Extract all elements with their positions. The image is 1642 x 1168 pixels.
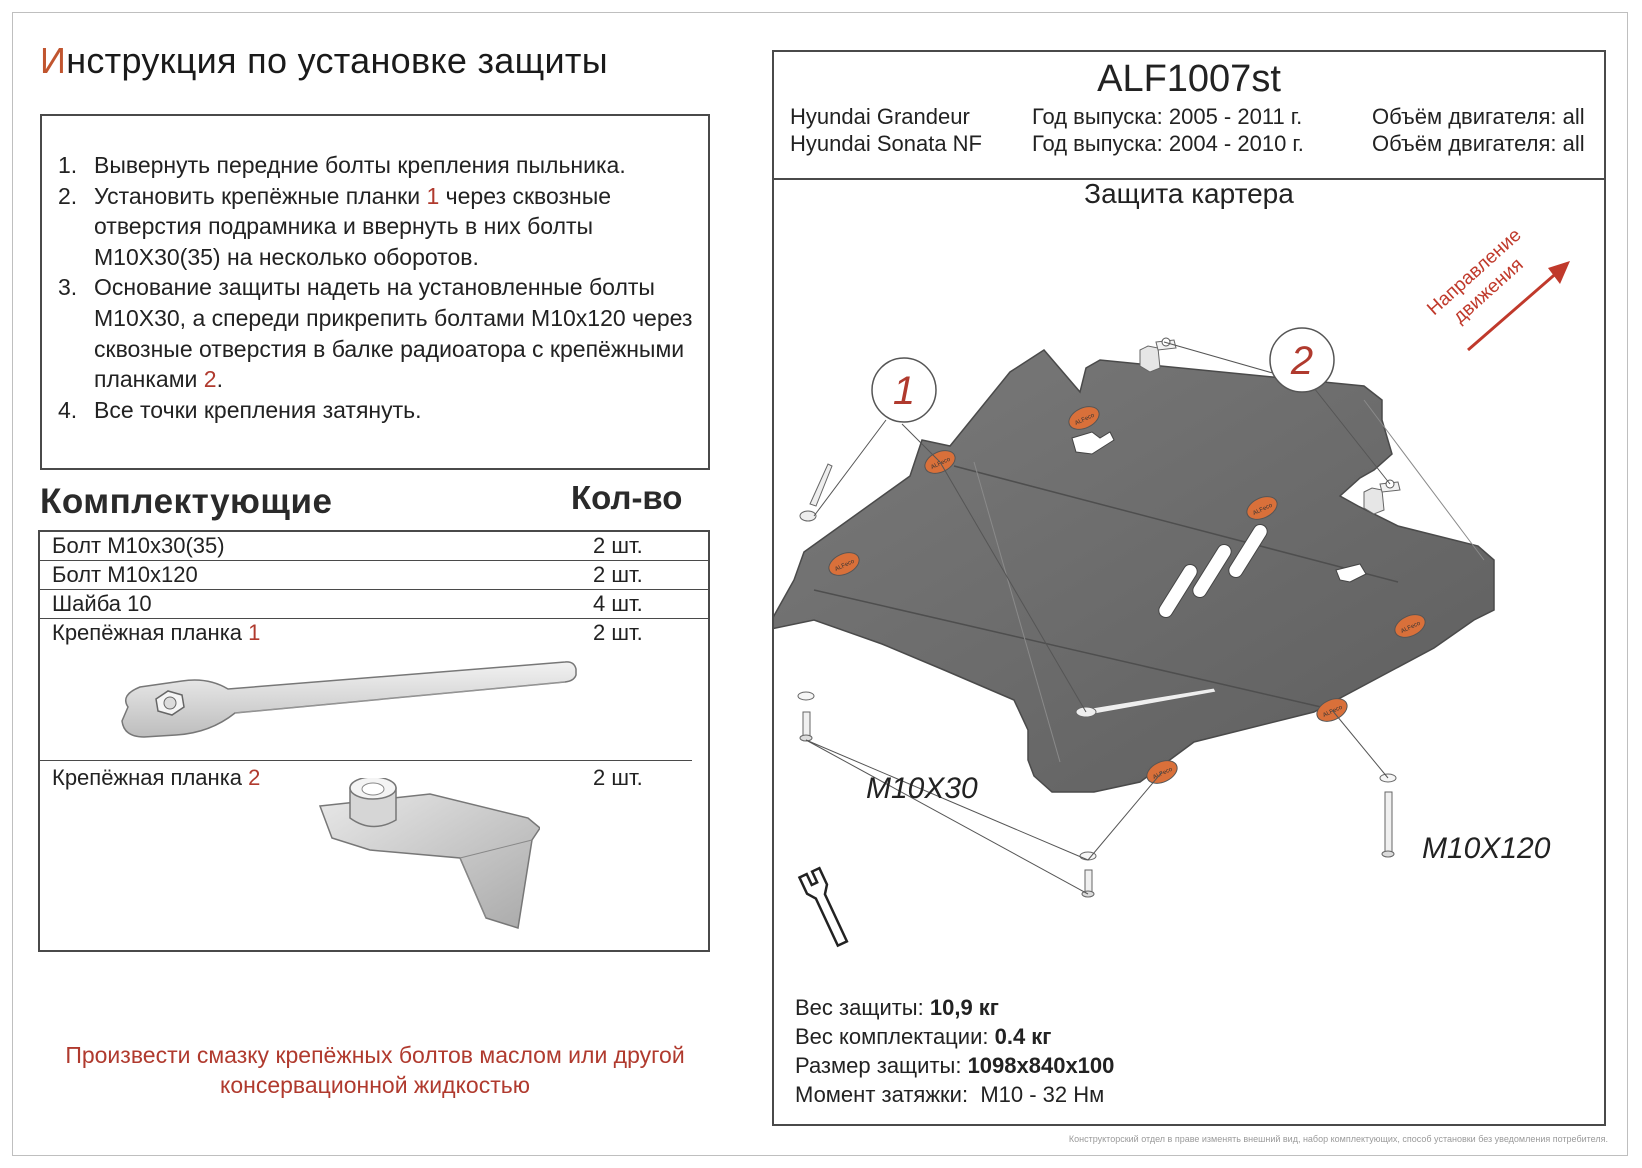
page-frame bbox=[12, 12, 1628, 1156]
spec-label: Размер защиты: bbox=[795, 1053, 968, 1078]
spec-value: 1098x840x100 bbox=[967, 1053, 1115, 1078]
spec-value: M10 - 32 Нм bbox=[980, 1082, 1105, 1107]
instruction-text-segment: Все точки крепления затянуть. bbox=[94, 396, 422, 423]
bolt-label-m10x120: M10X120 bbox=[1422, 832, 1551, 865]
instruction-step: 4. Все точки крепления затянуть. bbox=[58, 395, 698, 426]
spec-row: Размер защиты: 1098x840x100 bbox=[795, 1051, 1114, 1080]
page-title: Инструкция по установке защиты bbox=[40, 40, 608, 82]
vehicle-year: Год выпуска: 2005 - 2011 г. bbox=[1032, 104, 1303, 129]
callout-2-label: 2 bbox=[1290, 339, 1313, 383]
bracket-2-right bbox=[1363, 479, 1401, 515]
parts-row: Болт M10x120 2 шт. bbox=[40, 560, 708, 589]
guard-title: Защита картера bbox=[1084, 178, 1294, 209]
page-title-rest: нструкция по установке защиты bbox=[66, 40, 608, 81]
table-divider bbox=[40, 760, 692, 761]
part-name: Болт M10x120 bbox=[52, 562, 198, 587]
bracket-2-top bbox=[1139, 337, 1177, 373]
instruction-text-segment: Установить крепёжные планки bbox=[94, 182, 427, 209]
instruction-step: 1. Вывернуть передние болты крепления пыл… bbox=[58, 150, 698, 181]
callout-1: 1 bbox=[871, 357, 937, 423]
vehicle-year: Год выпуска: 2004 - 2010 г. bbox=[1032, 131, 1304, 156]
vehicle-engine: Объём двигателя: all bbox=[1372, 131, 1585, 156]
table-divider bbox=[40, 560, 708, 561]
callout-2: 2 bbox=[1269, 327, 1335, 393]
part-number: 1 bbox=[248, 620, 261, 645]
instruction-number: 1. bbox=[58, 152, 78, 178]
table-divider bbox=[40, 618, 708, 619]
bolt-m10x120 bbox=[1379, 773, 1397, 858]
bolt-m10x30-left bbox=[797, 691, 815, 742]
part-qty: 2 шт. bbox=[593, 765, 643, 790]
instruction-text-segment: Вывернуть передние болты крепления пыльн… bbox=[94, 152, 626, 178]
bracket-1-illustration bbox=[121, 661, 577, 738]
parts-table bbox=[38, 530, 710, 952]
model-code: ALF1007st bbox=[1097, 58, 1281, 100]
page-title-first-letter: И bbox=[40, 40, 67, 81]
instruction-text: Вывернуть передние болты крепления пыльн… bbox=[94, 150, 698, 181]
part-qty: 2 шт. bbox=[593, 620, 643, 645]
crankcase-guard-diagram: Направление движения ALFeco ALFeco ALFec… bbox=[774, 225, 1570, 948]
part-name: Крепёжная планка 2 bbox=[52, 765, 261, 790]
instruction-text-segment: . bbox=[216, 366, 223, 393]
spec-label: Вес защиты: bbox=[795, 995, 930, 1020]
quantity-header: Кол-во bbox=[571, 479, 683, 516]
instructions-list: 1. Вывернуть передние болты крепления пыл… bbox=[58, 150, 698, 425]
instruction-text-segment: через сквозные отверстия подрамника и вв… bbox=[94, 182, 612, 270]
vehicle-name: Hyundai Sonata NF bbox=[790, 131, 982, 156]
vehicle-engine: Объём двигателя: all bbox=[1372, 104, 1585, 129]
vehicle-name: Hyundai Grandeur bbox=[790, 104, 970, 129]
bolt-m10x30-bottom bbox=[1079, 851, 1097, 898]
bracket-1-left bbox=[799, 463, 833, 522]
spec-value: 0.4 кг bbox=[994, 1024, 1052, 1049]
spec-value: 10,9 кг bbox=[929, 995, 999, 1020]
bracket-2-illustration bbox=[318, 778, 540, 929]
plate-slots bbox=[1071, 431, 1367, 619]
parts-row: Болт M10x30(35) 2 шт. bbox=[40, 531, 708, 560]
part-qty: 4 шт. bbox=[593, 591, 643, 616]
spec-label: Вес комплектации: bbox=[795, 1024, 995, 1049]
parts-row: Шайба 10 4 шт. bbox=[40, 589, 708, 618]
wrench-icon bbox=[797, 866, 849, 948]
leader-lines bbox=[805, 341, 1391, 895]
parts-row: Крепёжная планка 2 2 шт. bbox=[40, 763, 708, 792]
instruction-text-segment: Основание защиты надеть на установленные… bbox=[94, 274, 693, 393]
spec-row: Вес защиты: 10,9 кг bbox=[795, 993, 1114, 1022]
footer-disclaimer: Конструкторский отдел в праве изменять в… bbox=[1068, 1134, 1608, 1144]
instruction-number: 2. bbox=[58, 182, 78, 209]
part-name: Болт M10x30(35) bbox=[52, 533, 225, 558]
parts-header: Комплектующие bbox=[40, 482, 333, 521]
instruction-text: Все точки крепления затянуть. bbox=[94, 395, 698, 426]
instruction-number: 3. bbox=[58, 274, 78, 301]
part-name: Шайба 10 bbox=[52, 591, 152, 616]
product-panel bbox=[772, 50, 1606, 1126]
instructions-box bbox=[40, 114, 710, 470]
parts-row: Крепёжная планка 1 2 шт. bbox=[40, 618, 708, 647]
panel-divider bbox=[774, 178, 1604, 180]
instruction-text: Основание защиты надеть на установленные… bbox=[94, 272, 698, 394]
part-number: 2 bbox=[248, 765, 261, 790]
spec-label: Момент затяжки: bbox=[795, 1082, 981, 1107]
part-qty: 2 шт. bbox=[593, 533, 643, 558]
direction-arrow: Направление движения bbox=[1423, 225, 1570, 352]
guard-plate bbox=[774, 349, 1495, 793]
table-divider bbox=[40, 589, 708, 590]
instruction-part-number: 1 bbox=[426, 182, 440, 209]
part-name: Крепёжная планка 1 bbox=[52, 620, 261, 645]
spec-row: Вес комплектации: 0.4 кг bbox=[795, 1022, 1114, 1051]
instruction-step: 3. Основание защиты надеть на установленн… bbox=[58, 272, 698, 394]
instruction-text: Установить крепёжные планки 1 через скво… bbox=[94, 181, 698, 273]
bolt-label-m10x30: M10X30 bbox=[866, 772, 978, 805]
callout-1-label: 1 bbox=[893, 369, 915, 413]
spec-row: Момент затяжки: M10 - 32 Нм bbox=[795, 1080, 1114, 1109]
lubrication-note: Произвести смазку крепёжных болтов масло… bbox=[65, 1042, 685, 1098]
instruction-number: 4. bbox=[58, 396, 78, 423]
part-qty: 2 шт. bbox=[593, 562, 643, 587]
instruction-step: 2. Установить крепёжные планки 1 через ск… bbox=[58, 181, 698, 273]
logo-pads: ALFeco ALFeco ALFeco ALFeco ALFeco ALFec… bbox=[828, 406, 1426, 784]
instruction-part-number: 2 bbox=[203, 366, 217, 393]
